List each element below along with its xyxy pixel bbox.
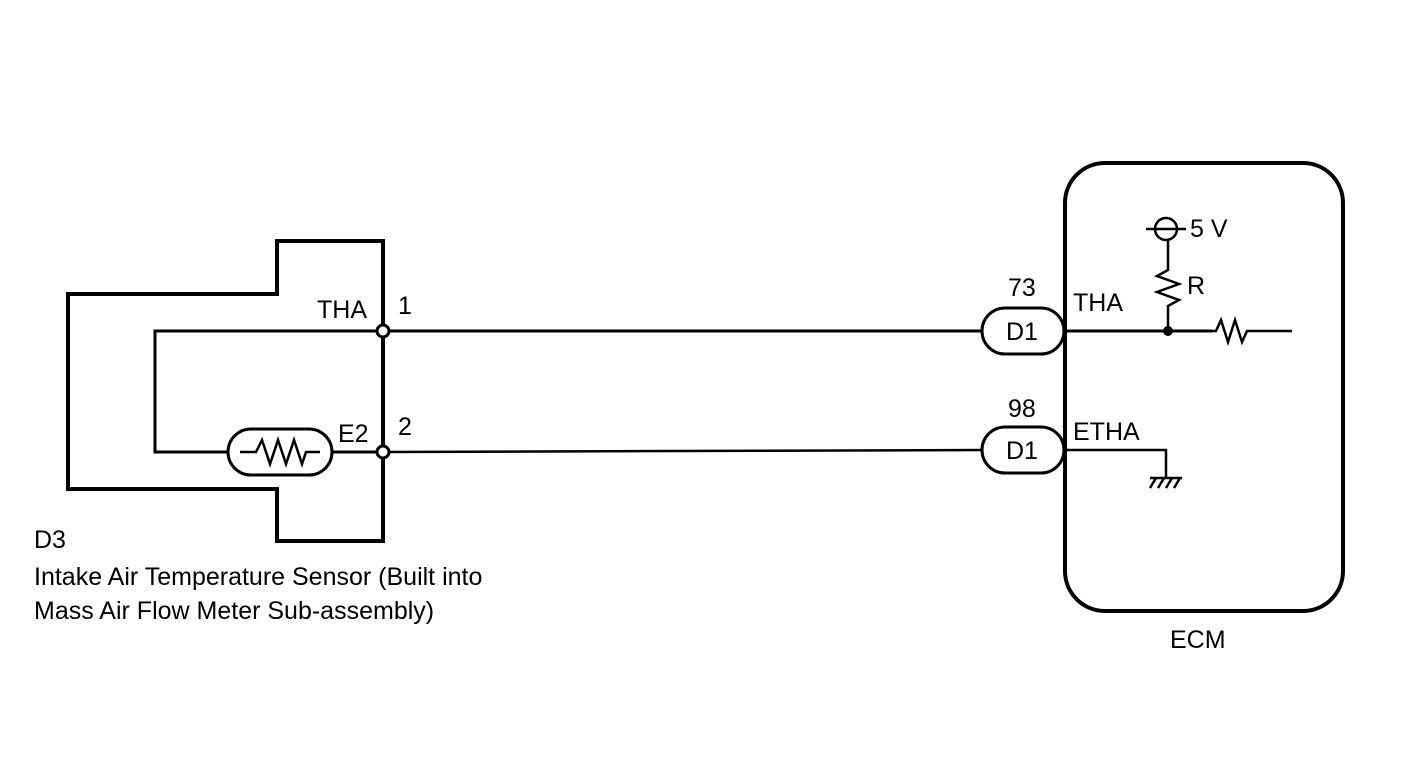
ecm-etha-label: ETHA xyxy=(1073,418,1140,446)
ecm-internal-resistor-icon xyxy=(1212,315,1292,347)
sensor-e2-label: E2 xyxy=(338,420,369,448)
sensor-housing xyxy=(66,239,385,543)
supply-5v-icon xyxy=(1146,216,1186,242)
sensor-name-line1: Intake Air Temperature Sensor (Built int… xyxy=(34,563,482,591)
sensor-pin1-label: 1 xyxy=(398,292,412,320)
connector-98-pin: 98 xyxy=(1008,395,1036,423)
ecm-tha-label: THA xyxy=(1073,289,1123,317)
sensor-name-line2: Mass Air Flow Meter Sub-assembly) xyxy=(34,597,434,625)
sensor-internal-wire xyxy=(153,329,383,454)
sensor-pin2-label: 2 xyxy=(398,413,412,441)
ground-icon xyxy=(1148,476,1182,489)
ecm-etha-wire xyxy=(1065,448,1168,478)
connector-98-name: D1 xyxy=(1006,437,1038,465)
pin2-terminal-icon xyxy=(375,444,391,460)
connector-73-pin: 73 xyxy=(1008,274,1036,302)
pullup-resistor-icon xyxy=(1153,240,1183,331)
wire-e2 xyxy=(382,448,986,454)
ecm-label: ECM xyxy=(1170,626,1226,654)
ecm-box xyxy=(1063,161,1345,613)
pin1-terminal-icon xyxy=(375,323,391,339)
sensor-tha-label: THA xyxy=(317,296,367,324)
sensor-code: D3 xyxy=(34,526,66,554)
connector-73-name: D1 xyxy=(1006,318,1038,346)
supply-voltage-label: 5 V xyxy=(1190,215,1228,243)
thermistor-icon xyxy=(226,427,334,477)
connector-73: D1 xyxy=(980,306,1066,356)
resistor-r-label: R xyxy=(1187,272,1205,300)
connector-98: D1 xyxy=(980,425,1066,475)
